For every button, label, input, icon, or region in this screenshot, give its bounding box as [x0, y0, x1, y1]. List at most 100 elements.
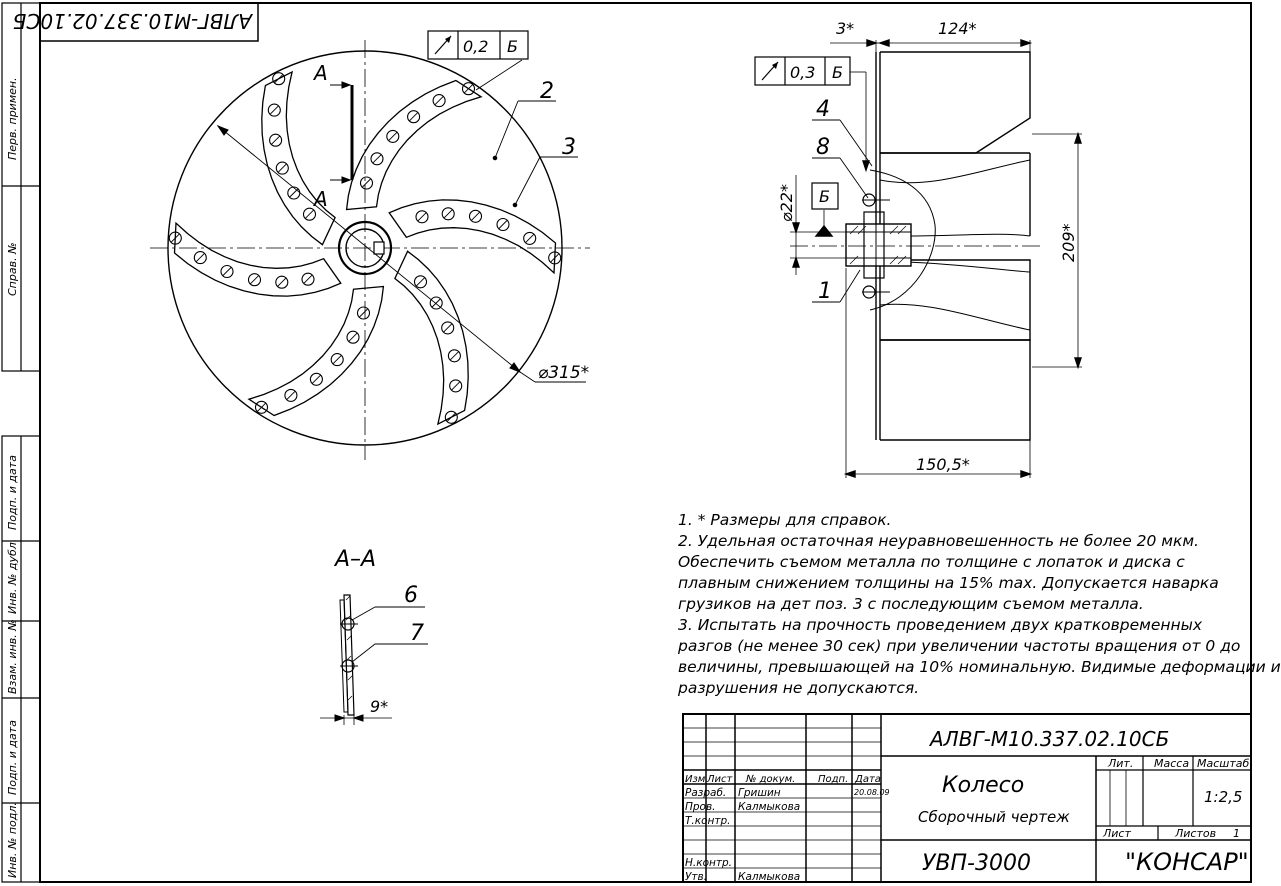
note-line: 3. Испытать на прочность проведением дву…: [678, 616, 1203, 634]
diameter-label: ⌀315*: [538, 363, 589, 383]
rivet-hole: [449, 379, 463, 393]
label-scale: Масштаб: [1197, 757, 1249, 770]
rivet-hole: [496, 217, 510, 232]
label-lit: Лит.: [1107, 757, 1133, 770]
keyway: [373, 241, 385, 255]
row-role-0: Разраб.: [685, 787, 726, 799]
datum-triangle-icon: [814, 224, 834, 237]
rivet-hole: [302, 207, 317, 221]
tolerance-frame-front: 0,2 Б: [427, 30, 529, 60]
title-company: "КОНСАР": [1125, 848, 1249, 876]
rivet-mark: [443, 323, 453, 333]
section-mark-bottom: А: [312, 187, 328, 211]
side-view-labels: 0,3 Б 3* 124* 209* ⌀22* 150,5* Б 4 8 1: [754, 19, 1078, 474]
title-block-text: АЛВГ-М10.337.02.10СБ Колесо Сборочный че…: [685, 727, 1249, 883]
side-view: [790, 39, 1082, 478]
rivet-mark: [303, 274, 313, 284]
front-view-labels: 0,2 Б А А 2 3 ⌀315*: [312, 30, 589, 383]
rivet-mark: [312, 374, 321, 384]
rivet-hole: [254, 400, 269, 414]
note-line: 2. Удельная остаточная неуравновешенност…: [678, 532, 1199, 550]
rivet-mark: [271, 135, 280, 145]
row-name-1: Калмыкова: [738, 801, 800, 813]
rivet-hole: [356, 306, 371, 320]
label-mass: Масса: [1154, 757, 1189, 770]
tolerance-value-front: 0,2: [463, 37, 488, 56]
section-mark-top: А: [312, 61, 328, 85]
rivet-hole: [220, 264, 234, 279]
rivet-mark: [170, 233, 180, 243]
rivet-mark: [277, 163, 287, 173]
rivet-mark: [372, 154, 382, 164]
rivet-mark: [464, 84, 473, 94]
rivet-hole: [386, 129, 400, 143]
section-view-labels: А–А 6 7 9*: [333, 547, 424, 716]
rivet-hole: [309, 372, 323, 386]
rivet-mark: [195, 253, 205, 262]
rivet-hole: [461, 82, 476, 96]
rivet-mark: [434, 96, 444, 105]
dim-bottom: 150,5*: [916, 455, 970, 474]
stamp-inv-podl: Инв. № подл.: [6, 802, 19, 878]
stamp-vzam-inv: Взам. инв. №: [6, 619, 19, 694]
row-role-1: Пров.: [685, 801, 716, 813]
rivet-mark: [348, 332, 358, 342]
rivet-mark: [222, 267, 232, 276]
note-line: величины, превышающей на 10% номинальную…: [678, 658, 1281, 676]
rivet-hole: [407, 110, 421, 124]
callout-7: 7: [410, 621, 424, 646]
rivet-mark: [388, 132, 398, 141]
rivet-mark: [359, 308, 368, 318]
callout-4: 4: [816, 97, 830, 122]
col-doc: № докум.: [745, 774, 795, 785]
callout-1: 1: [818, 279, 832, 304]
dim-top-small: 3*: [836, 19, 854, 38]
col-izm: Изм: [685, 774, 706, 785]
note-line: грузиков на дет поз. 3 с последующим съе…: [678, 595, 1144, 613]
side-stamp-column: [1, 2, 41, 883]
blade: [261, 70, 336, 246]
datum-letter: Б: [819, 187, 830, 206]
blade-set: [168, 70, 562, 426]
tolerance-leader: [475, 59, 523, 91]
title-doc-type: Сборочный чертеж: [918, 808, 1070, 826]
hub-outer: [337, 220, 393, 276]
dim-bore: ⌀22*: [777, 184, 796, 222]
rivet-hole: [468, 209, 483, 223]
callout-6: 6: [404, 583, 418, 608]
rivet-mark: [277, 277, 287, 287]
title-product: УВП-3000: [922, 851, 1031, 876]
rivet-hole: [441, 207, 455, 221]
rivet-mark: [274, 74, 284, 84]
rivet-mark: [431, 298, 441, 308]
diameter-line: [217, 125, 521, 373]
callout-2: 2: [540, 79, 554, 104]
rivet-hole: [415, 210, 429, 224]
rivet-hole: [359, 176, 374, 190]
callout-3: 3: [562, 135, 576, 160]
rivet-hole: [432, 94, 446, 108]
col-date: Дата: [854, 774, 881, 785]
designation-rotated: АЛВГ-М10.337.02.10СБ: [13, 9, 254, 33]
title-name: Колесо: [942, 773, 1024, 798]
rivet-hole: [193, 251, 207, 265]
row-name-5: Калмыкова: [738, 871, 800, 883]
rivet-mark: [250, 275, 259, 285]
rivet-hole: [275, 275, 289, 289]
rivet-hole: [447, 349, 461, 363]
rivet-hole: [441, 321, 455, 335]
label-sheet: Лист: [1102, 827, 1131, 840]
stamp-inv-dubl: Инв. № дубл.: [6, 539, 19, 614]
tolerance-datum-side: Б: [832, 63, 843, 82]
tolerance-frame-side: 0,3 Б: [754, 56, 851, 86]
rivet-mark: [257, 402, 266, 412]
rivet-hole: [346, 330, 360, 344]
tolerance-datum-front: Б: [507, 37, 518, 56]
rivet-hole: [429, 296, 443, 310]
value-sheets: 1: [1233, 827, 1240, 840]
stamp-perv-primen: Перв. примен.: [6, 77, 19, 160]
col-list: Лист: [706, 774, 734, 785]
rivet-mark: [443, 209, 453, 219]
rivet-hole: [269, 133, 283, 147]
